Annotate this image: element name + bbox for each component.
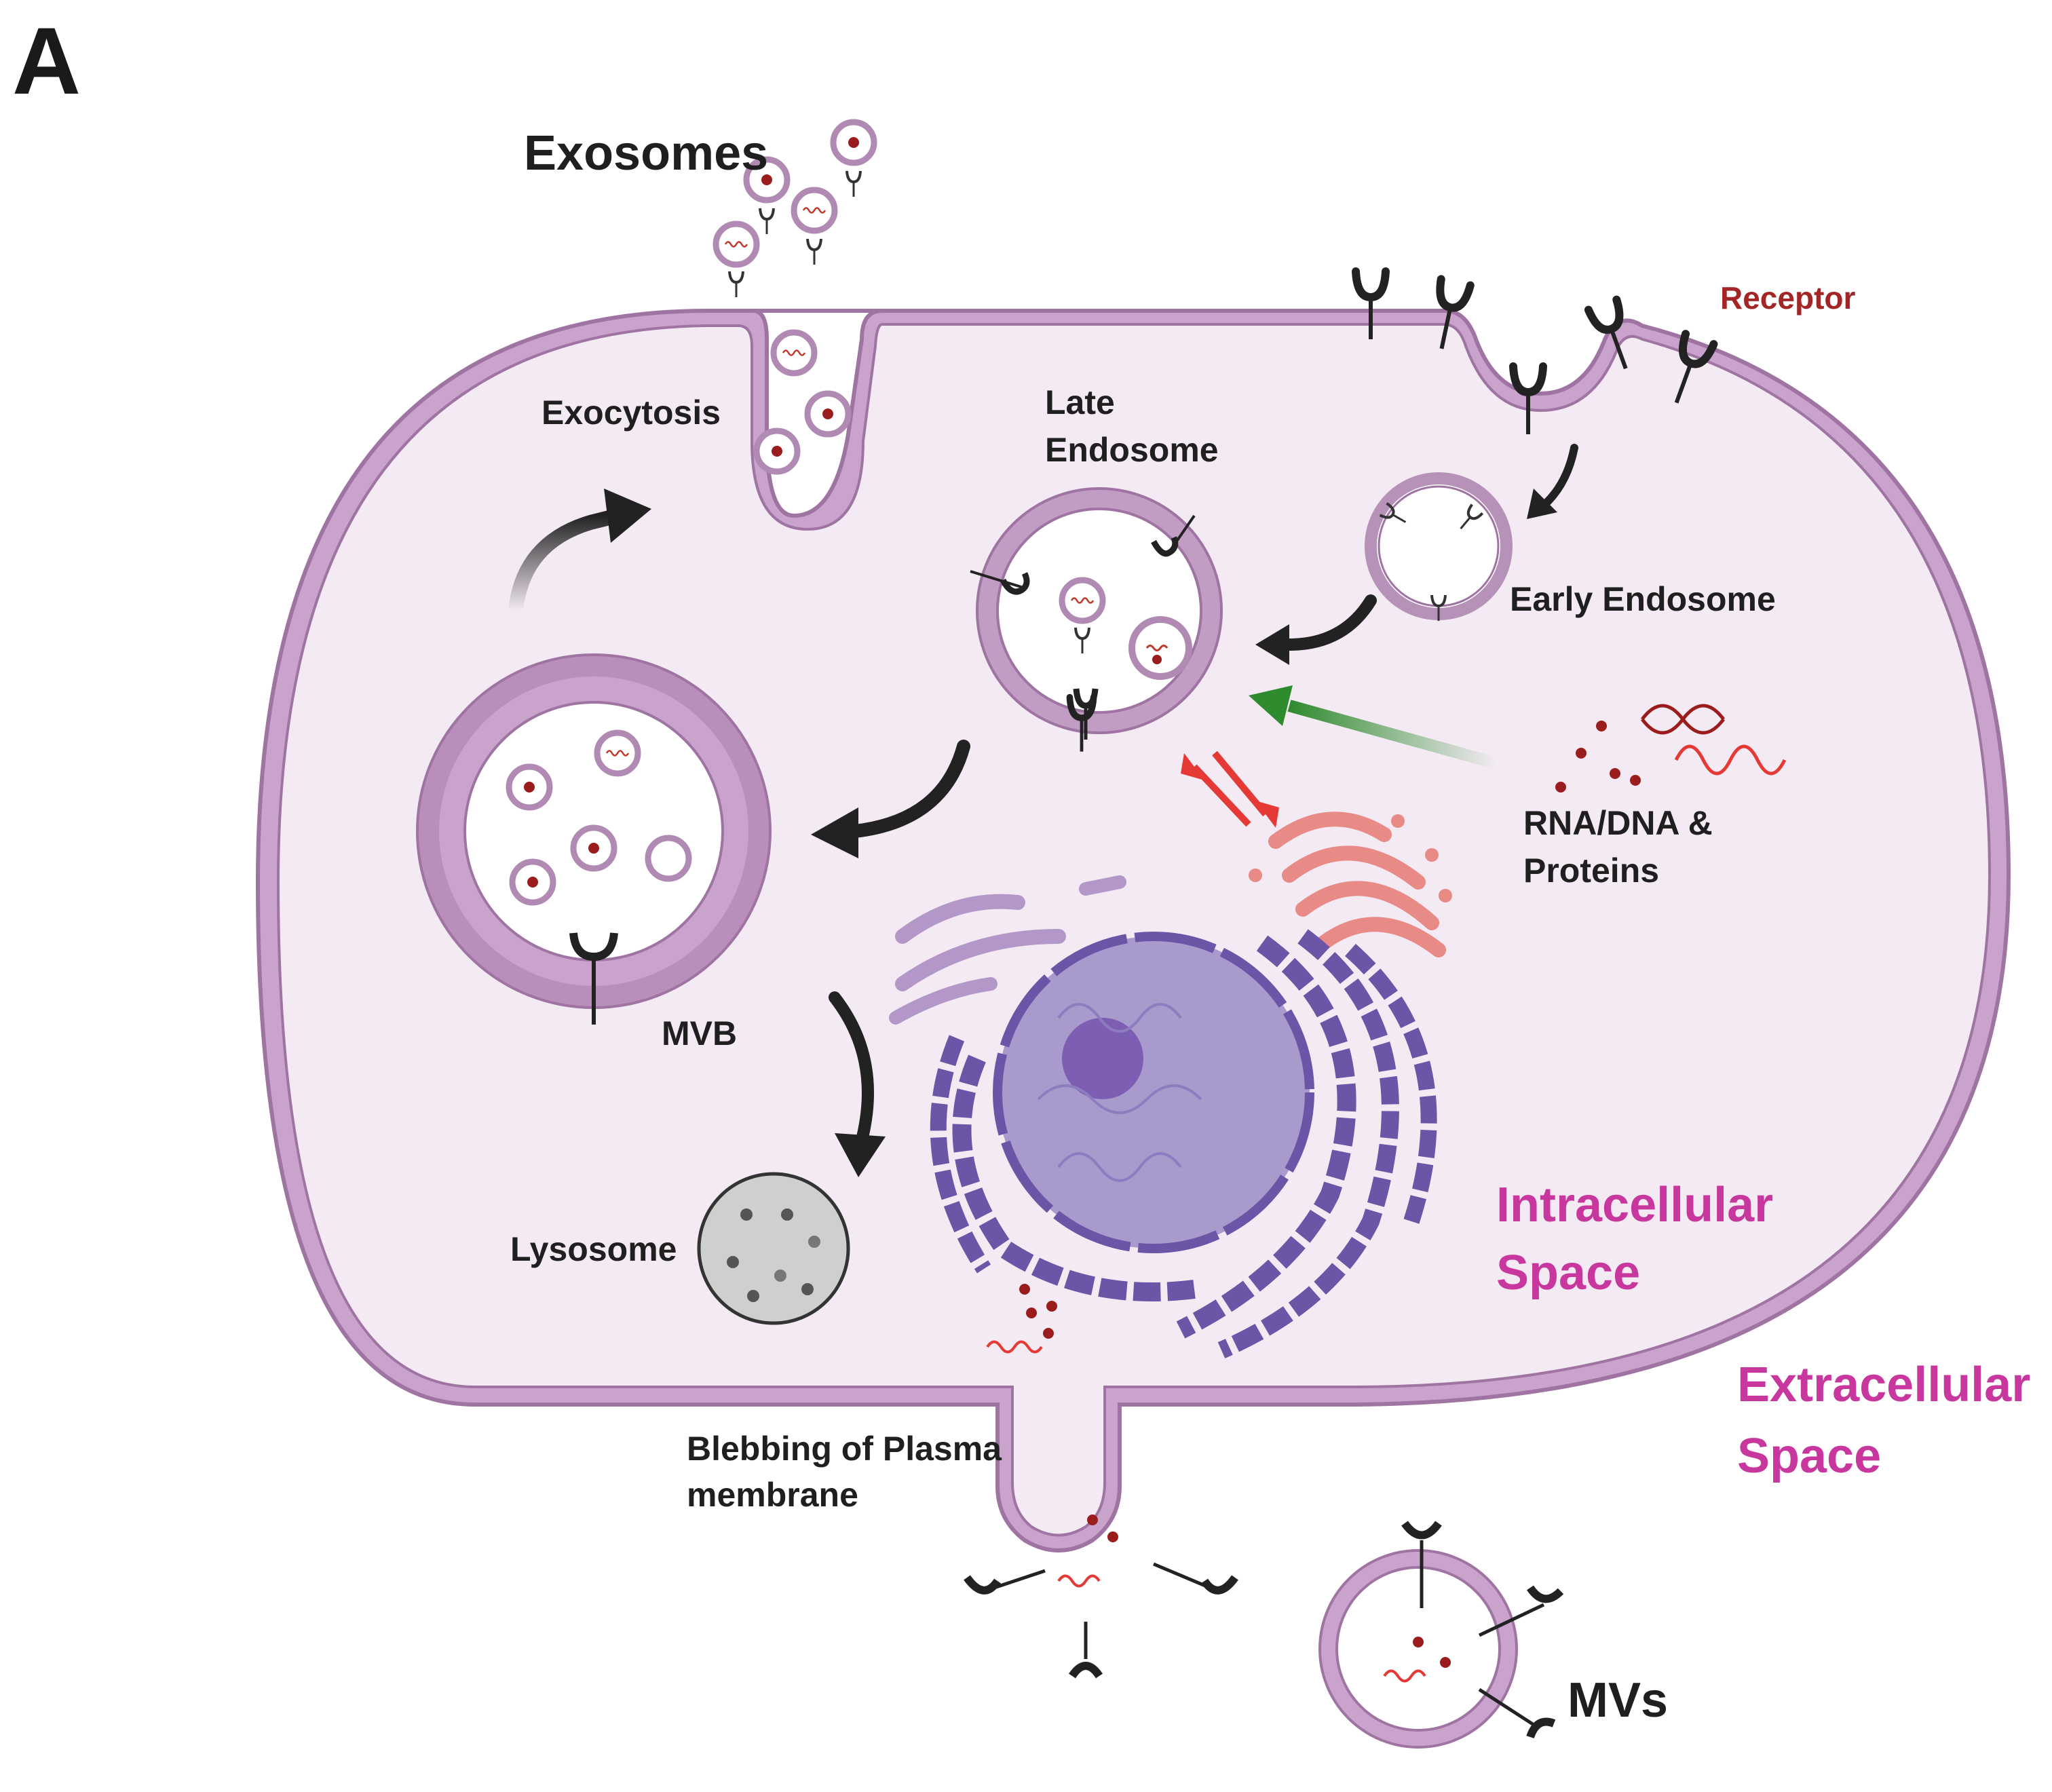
intracellular-label-2: Space xyxy=(1496,1246,1640,1300)
mvb-to-lysosome-arrow xyxy=(829,991,886,1177)
rna-dna-label-1: RNA/DNA & xyxy=(1523,804,1713,842)
late-to-mvb-arrow xyxy=(811,740,970,858)
early-to-late-arrow xyxy=(1255,594,1377,665)
early-endosome-label: Early Endosome xyxy=(1510,580,1776,618)
early-endosome xyxy=(1365,472,1513,622)
cargo-rna-dna xyxy=(1555,704,1787,793)
exosomes-label: Exosomes xyxy=(524,126,768,180)
exocytosis-arrow xyxy=(508,489,651,618)
endoplasmic-reticulum-icon xyxy=(889,875,1437,1358)
receptor-label: Receptor xyxy=(1720,280,1855,316)
nucleus-icon xyxy=(993,932,1314,1253)
golgi-icon xyxy=(1249,812,1452,957)
extracellular-label-1: Extracellular xyxy=(1737,1358,2030,1412)
late-endosome-receptors xyxy=(970,514,1196,740)
microvesicle xyxy=(1318,1521,1564,1749)
exocytosis-label: Exocytosis xyxy=(542,394,721,432)
intracellular-label-1: Intracellular xyxy=(1496,1178,1773,1232)
mvs-label: MVs xyxy=(1568,1673,1668,1728)
rna-strand-icon xyxy=(1674,744,1787,776)
cargo-loading-arrow xyxy=(1249,685,1498,769)
lysosome-icon xyxy=(697,1172,850,1325)
blebbing-label-2: membrane xyxy=(687,1476,858,1514)
late-endosome-label-1: Late xyxy=(1045,383,1115,421)
late-endosome xyxy=(976,487,1223,752)
late-endosome-label-2: Endosome xyxy=(1045,431,1219,469)
cytoplasm-cargo xyxy=(986,1284,1057,1354)
mvb xyxy=(416,653,772,1025)
rna-dna-label-2: Proteins xyxy=(1523,852,1659,890)
budding-vesicle xyxy=(964,1514,1238,1679)
panel-letter: A xyxy=(12,7,81,114)
mvb-label: MVB xyxy=(662,1014,737,1052)
dna-helix-icon xyxy=(1641,704,1725,735)
uptake-arrow xyxy=(1527,444,1578,519)
golgi-exchange-arrows xyxy=(1181,750,1279,828)
extracellular-label-2: Space xyxy=(1737,1429,1881,1483)
blebbing-label-1: Blebbing of Plasma xyxy=(687,1430,1002,1468)
lysosome-label: Lysosome xyxy=(510,1230,677,1268)
